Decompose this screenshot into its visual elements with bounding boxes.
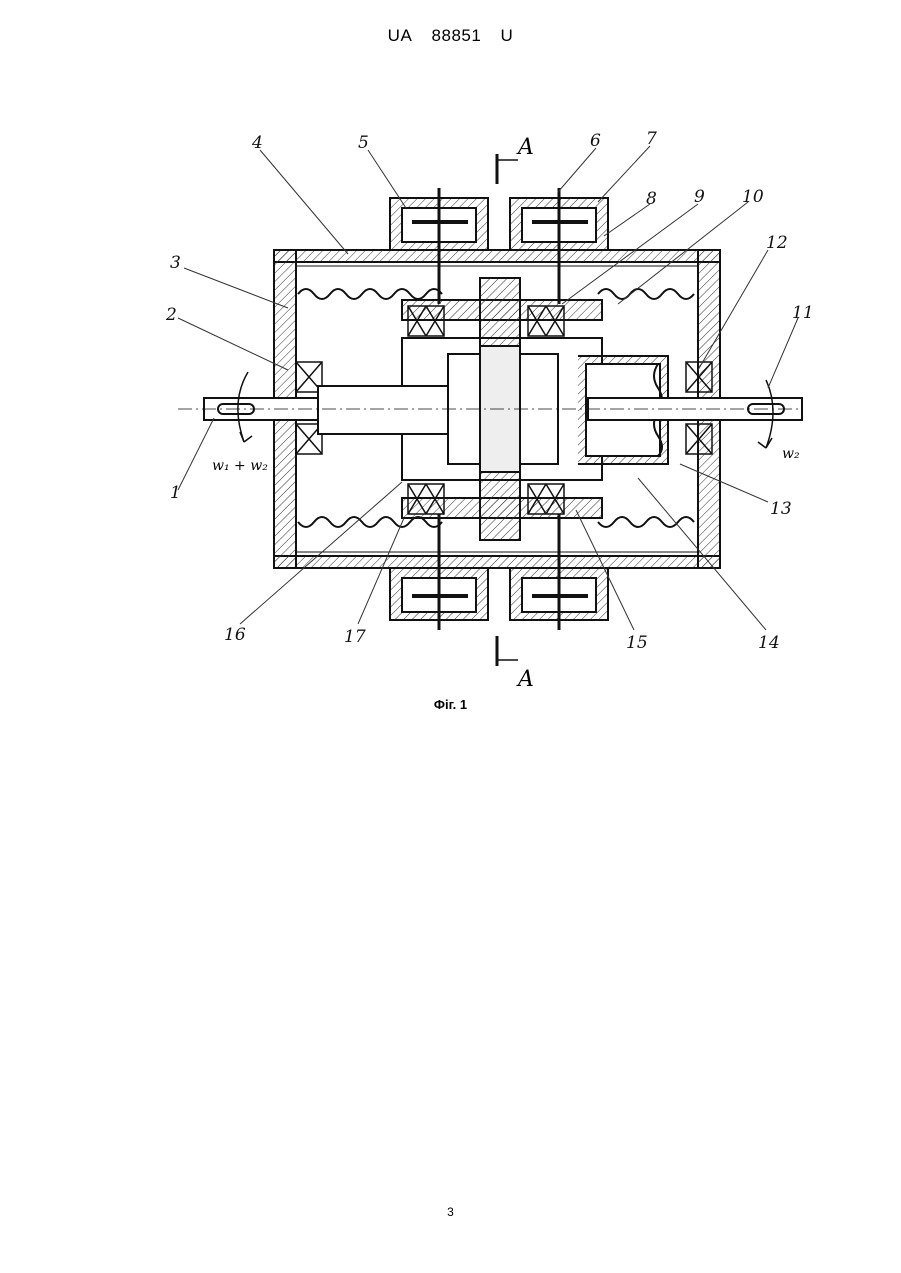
- label-8: 8: [646, 189, 657, 209]
- label-15: 15: [626, 633, 648, 653]
- label-5: 5: [358, 133, 369, 153]
- document-id: UA 88851 U: [0, 26, 901, 46]
- document-kind: U: [501, 26, 514, 45]
- label-1: 1: [170, 483, 181, 503]
- label-11: 11: [792, 303, 814, 323]
- label-2: 2: [165, 305, 177, 325]
- label-16: 16: [224, 625, 246, 645]
- output-speed-label: w₂: [782, 446, 800, 462]
- label-3: 3: [170, 253, 181, 273]
- label-9: 9: [694, 187, 705, 207]
- label-14: 14: [758, 633, 780, 653]
- figure-caption: Фіг. 1: [0, 697, 901, 712]
- label-12: 12: [766, 233, 788, 253]
- section-mark-top: A: [516, 135, 534, 160]
- page-number: 3: [0, 1205, 901, 1219]
- label-13: 13: [770, 499, 792, 519]
- patent-number: 88851: [432, 26, 482, 45]
- label-6: 6: [590, 131, 601, 151]
- input-speed-label: w₁ + w₂: [212, 458, 268, 474]
- section-mark-bottom: A: [516, 667, 534, 692]
- label-7: 7: [646, 129, 657, 149]
- technical-drawing: A A w₁ + w₂ w₂ 1 2 3 4 5 6 7 8: [158, 118, 818, 718]
- label-10: 10: [742, 187, 764, 207]
- country-code: UA: [388, 26, 413, 45]
- label-17: 17: [344, 627, 366, 647]
- label-4: 4: [251, 133, 263, 153]
